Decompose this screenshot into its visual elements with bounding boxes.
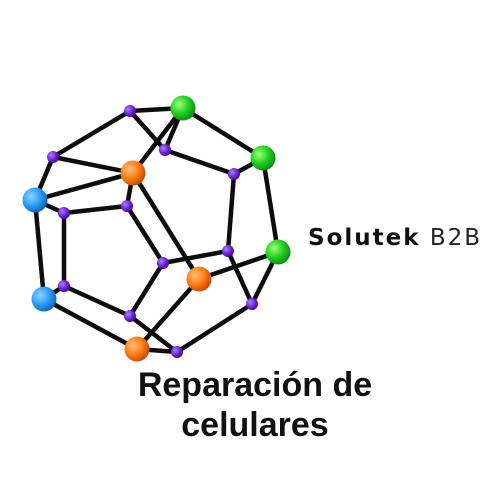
title-line-1: Reparación de (137, 366, 373, 404)
small-atom (124, 105, 136, 117)
brand-name: Solutek B2B (308, 225, 482, 251)
small-atom (159, 144, 171, 156)
large-atoms (22, 95, 291, 362)
small-atom (157, 257, 169, 269)
small-atom (222, 245, 234, 257)
bonds (32, 105, 281, 355)
orange-atom (124, 336, 150, 362)
small-atom (228, 168, 240, 180)
green-atom (265, 239, 291, 265)
small-atoms (47, 105, 258, 358)
green-atom (170, 95, 196, 121)
small-atom (58, 280, 70, 292)
dodecahedron-molecule-icon (22, 95, 291, 362)
small-atom (171, 346, 183, 358)
orange-atom (120, 160, 146, 186)
small-atom (58, 207, 70, 219)
orange-atom (186, 266, 212, 292)
small-atom (121, 200, 133, 212)
title-line-2: celulares (181, 406, 329, 444)
small-atom (246, 298, 258, 310)
small-atom (124, 310, 136, 322)
blue-atom (31, 286, 57, 312)
brand-name-bold: Solutek (308, 225, 421, 251)
brand-name-light: B2B (429, 225, 483, 251)
blue-atom (22, 187, 48, 213)
page-title: Reparación de celulares (110, 365, 400, 445)
green-atom (250, 145, 276, 171)
small-atom (47, 151, 59, 163)
